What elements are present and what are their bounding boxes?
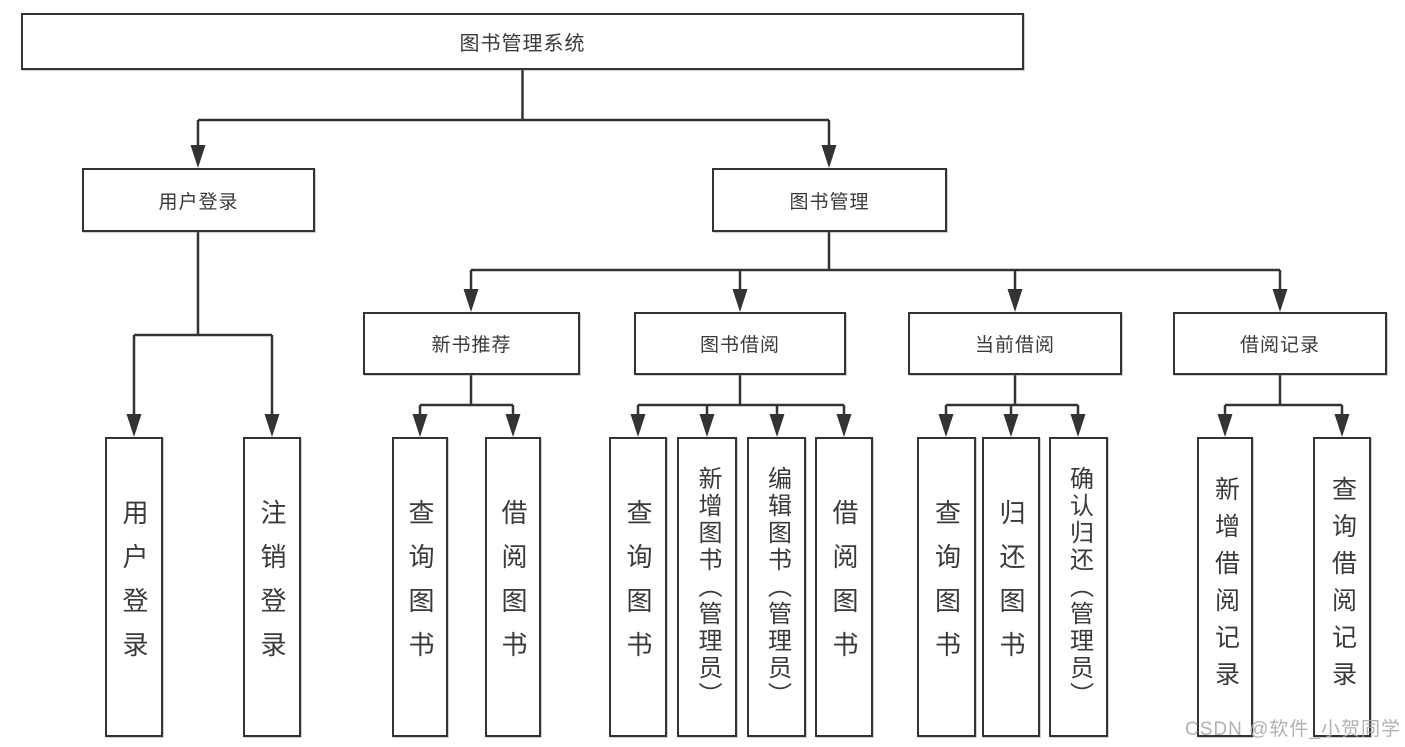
leaf-add-book-admin: 新增图书（管理员） <box>677 437 737 737</box>
leaf-borrow-books-borrow: 借阅图书 <box>815 437 873 737</box>
node-borrow-records: 借阅记录 <box>1173 312 1387 375</box>
leaf-borrow-books-recommend: 借阅图书 <box>485 437 541 737</box>
node-new-book-recommend-label: 新书推荐 <box>431 335 512 356</box>
leaf-edit-book-admin: 编辑图书（管理员） <box>747 437 806 737</box>
leaf-logout-label: 注销登录 <box>257 499 287 675</box>
leaf-user-login: 用户登录 <box>105 437 163 737</box>
node-borrow-records-label: 借阅记录 <box>1239 335 1320 356</box>
leaf-return-books-label: 归还图书 <box>996 499 1026 675</box>
node-new-book-recommend: 新书推荐 <box>363 312 580 375</box>
leaf-query-books-borrow-label: 查询图书 <box>623 499 653 675</box>
node-root-label: 图书管理系统 <box>459 33 586 55</box>
node-book-borrow: 图书借阅 <box>634 312 846 375</box>
leaf-query-books-recommend: 查询图书 <box>392 437 448 737</box>
node-root: 图书管理系统 <box>21 13 1024 70</box>
node-book-management-label: 图书管理 <box>789 191 870 213</box>
connector-root-to-level2 <box>190 70 837 168</box>
leaf-query-books-borrow: 查询图书 <box>609 437 667 737</box>
leaf-edit-book-admin-label: 编辑图书（管理员） <box>763 465 791 709</box>
leaf-query-books-recommend-label: 查询图书 <box>405 499 435 675</box>
node-user-login: 用户登录 <box>82 168 315 232</box>
leaf-return-books: 归还图书 <box>982 437 1040 737</box>
leaf-query-books-current-label: 查询图书 <box>931 499 962 675</box>
leaf-borrow-books-recommend-label: 借阅图书 <box>498 499 528 675</box>
connector-current-borrow-children <box>938 375 1086 437</box>
leaf-user-login-label: 用户登录 <box>119 499 149 675</box>
leaf-query-borrow-record: 查询借阅记录 <box>1313 437 1371 737</box>
node-current-borrow-label: 当前借阅 <box>974 335 1055 356</box>
node-book-management: 图书管理 <box>712 168 947 232</box>
connector-book-borrow-children <box>630 375 852 437</box>
leaf-confirm-return-admin: 确认归还（管理员） <box>1049 437 1108 737</box>
node-book-borrow-label: 图书借阅 <box>699 335 780 356</box>
leaf-logout: 注销登录 <box>243 437 301 737</box>
node-current-borrow: 当前借阅 <box>908 312 1122 375</box>
watermark-text: CSDN @软件_小贺同学 <box>1185 719 1401 740</box>
leaf-add-borrow-record: 新增借阅记录 <box>1197 437 1253 737</box>
connector-book-management-children <box>463 232 1288 312</box>
leaf-borrow-books-borrow-label: 借阅图书 <box>829 499 859 675</box>
connector-user-login-children <box>126 232 280 437</box>
leaf-add-book-admin-label: 新增图书（管理员） <box>694 465 721 709</box>
leaf-query-books-current: 查询图书 <box>917 437 976 737</box>
node-user-login-label: 用户登录 <box>158 191 239 213</box>
connector-borrow-records-children <box>1217 375 1350 437</box>
leaf-confirm-return-admin-label: 确认归还（管理员） <box>1065 465 1093 709</box>
connector-new-book-recommend-children <box>412 375 521 437</box>
leaf-add-borrow-record-label: 新增借阅记录 <box>1211 476 1240 698</box>
leaf-query-borrow-record-label: 查询借阅记录 <box>1328 476 1357 698</box>
